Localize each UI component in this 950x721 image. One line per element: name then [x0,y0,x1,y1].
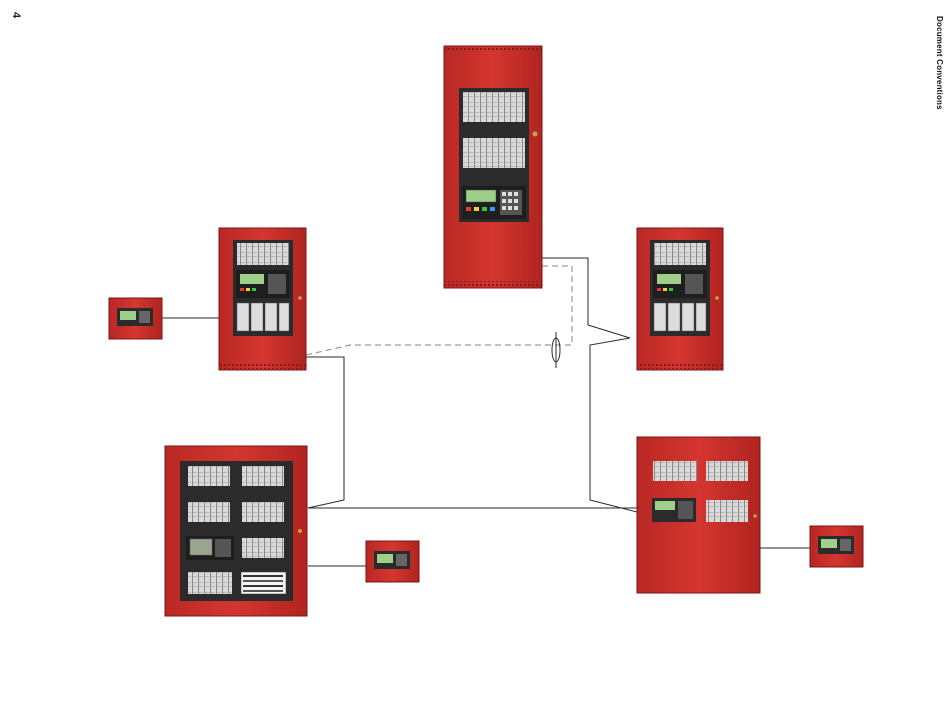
central-tall-panel [444,46,542,288]
right-annunciator [810,526,863,567]
upper-right-panel [637,228,723,370]
lower-right-panel [637,437,760,593]
wire-central-to-right [542,258,637,512]
upper-left-panel [219,228,306,370]
left-annunciator [109,298,162,339]
wire-upperleft-to-lowerleft [306,357,344,508]
lower-left-large-panel [165,446,307,616]
bottom-annunciator [366,541,419,582]
